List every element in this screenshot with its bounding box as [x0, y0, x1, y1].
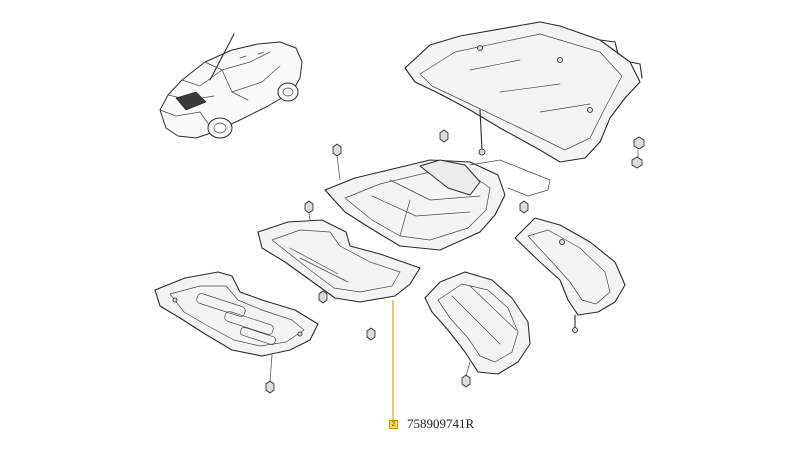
part-number[interactable]: 758909741R	[407, 416, 475, 431]
right-side-panel	[514, 217, 626, 333]
rear-underbody-panel	[404, 21, 643, 163]
fasteners	[265, 129, 645, 394]
engine-skid-plate	[154, 271, 319, 357]
vehicle-location-view	[159, 33, 303, 139]
callout-marker[interactable]: 2	[389, 419, 398, 429]
lower-side-panel	[424, 271, 531, 375]
center-underbody-panel	[324, 159, 551, 251]
front-center-panel	[257, 219, 421, 303]
part-callout: 2 758909741R	[389, 416, 474, 432]
